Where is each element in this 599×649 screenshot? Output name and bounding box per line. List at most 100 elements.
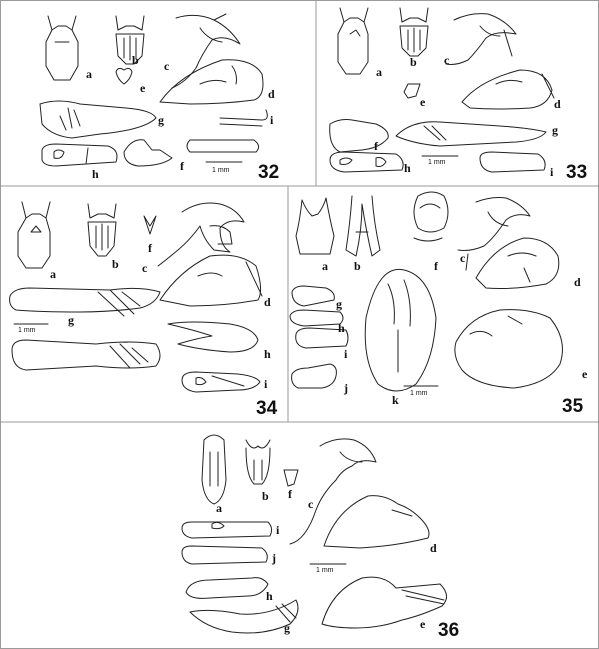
- drawing-35b: [345, 195, 381, 257]
- part-label-34a: a: [50, 267, 56, 281]
- part-label-33c: c: [444, 53, 450, 67]
- drawing-32d: [159, 59, 264, 105]
- part-label-32a: a: [86, 67, 92, 81]
- part-label-36g: g: [284, 621, 290, 635]
- drawing-35j: [291, 363, 337, 389]
- part-label-33a: a: [376, 65, 382, 79]
- drawing-35d: [475, 237, 560, 289]
- drawing-33e: [403, 83, 421, 99]
- part-label-33f: f: [374, 139, 379, 153]
- figure-33: 1 mm a b c d e f g h i 33: [329, 7, 587, 183]
- drawing-34c: [157, 202, 245, 267]
- drawing-32a: [45, 15, 79, 81]
- drawing-35a: [295, 197, 335, 255]
- drawing-36h: [185, 577, 269, 599]
- part-label-32e: e: [140, 81, 146, 95]
- part-label-32i: i: [270, 113, 274, 127]
- figure-35: 1 mm a b c d e f g h i j k 35: [289, 191, 588, 417]
- part-label-36d: d: [430, 541, 437, 555]
- drawing-34d: [159, 254, 263, 307]
- drawing-33i: [479, 151, 546, 173]
- drawing-32h: [41, 143, 118, 167]
- drawing-33f: [329, 119, 389, 153]
- part-label-33b: b: [410, 55, 417, 69]
- part-label-32f: f: [180, 159, 185, 173]
- part-label-36c: c: [308, 497, 314, 511]
- part-label-32b: b: [132, 53, 139, 67]
- drawing-35h: [289, 309, 344, 327]
- drawing-32e: [115, 67, 133, 85]
- drawing-32i: [219, 109, 268, 127]
- part-label-35c: c: [460, 251, 466, 265]
- drawing-36d: [323, 495, 430, 549]
- drawing-32c: [171, 13, 241, 89]
- drawing-36g: [189, 599, 299, 634]
- drawing-32f: [123, 139, 173, 167]
- drawing-35i: [295, 327, 349, 349]
- part-label-34f: f: [148, 241, 153, 255]
- scale-bar-label-35: 1 mm: [410, 390, 428, 397]
- figure-number-33: 33: [566, 162, 587, 183]
- part-label-36a: a: [216, 501, 222, 515]
- part-label-33i: i: [550, 165, 554, 179]
- part-label-33h: h: [404, 161, 411, 175]
- drawing-34a: [17, 201, 51, 269]
- scale-bar-label-32: 1 mm: [212, 167, 230, 174]
- drawing-35f: [413, 191, 449, 242]
- part-label-32d: d: [268, 87, 275, 101]
- part-label-34g: g: [68, 313, 74, 327]
- figure-34: 1 mm a b c d f g h i 34: [9, 201, 278, 419]
- part-label-35d: d: [574, 275, 581, 289]
- part-label-35e: e: [582, 367, 588, 381]
- drawing-36j: [181, 545, 268, 565]
- drawing-36i: [181, 521, 273, 539]
- drawing-36a: [201, 434, 227, 505]
- drawing-35g: [291, 285, 335, 307]
- part-label-35k: k: [392, 393, 399, 407]
- part-label-34b: b: [112, 257, 119, 271]
- part-label-33d: d: [554, 97, 561, 111]
- drawing-34b: [87, 203, 117, 257]
- part-label-33g: g: [552, 123, 558, 137]
- part-label-34i: i: [264, 377, 268, 391]
- drawing-33g: [395, 121, 547, 147]
- drawing-33d: [461, 69, 555, 110]
- part-label-36i: i: [276, 523, 280, 537]
- part-label-36j: j: [271, 551, 276, 565]
- figure-number-32: 32: [258, 162, 279, 183]
- drawing-36e: [321, 576, 447, 629]
- drawing-32g: [39, 100, 157, 139]
- drawing-36b: [245, 439, 271, 485]
- drawing-32b: [115, 15, 145, 65]
- part-label-36f: f: [288, 487, 293, 501]
- drawing-33h: [329, 151, 404, 173]
- part-label-35h: h: [338, 321, 345, 335]
- figure-number-35: 35: [562, 396, 584, 417]
- drawing-34g: [9, 287, 161, 317]
- part-label-36h: h: [266, 589, 273, 603]
- drawing-34f: [143, 215, 157, 235]
- part-label-32c: c: [164, 59, 170, 73]
- part-label-36b: b: [262, 489, 269, 503]
- part-label-35f: f: [434, 259, 439, 273]
- part-label-35i: i: [344, 347, 348, 361]
- part-label-33e: e: [420, 95, 426, 109]
- drawing-35c: [457, 197, 531, 271]
- drawing-33b: [399, 7, 429, 57]
- part-label-32g: g: [158, 113, 164, 127]
- part-label-34d: d: [264, 295, 271, 309]
- drawing-32-extra: [186, 139, 260, 153]
- drawing-36c: [289, 438, 377, 545]
- drawing-33a: [337, 7, 369, 75]
- drawing-34h: [167, 321, 259, 353]
- part-label-35g: g: [336, 297, 342, 311]
- drawing-35k: [364, 268, 437, 392]
- part-label-34c: c: [142, 261, 148, 275]
- part-label-36e: e: [420, 617, 426, 631]
- scale-bar-label-33: 1 mm: [428, 159, 446, 166]
- figure-number-36: 36: [438, 620, 459, 641]
- drawing-35e: [454, 309, 563, 389]
- part-label-35j: j: [343, 381, 348, 395]
- part-label-35a: a: [322, 259, 328, 273]
